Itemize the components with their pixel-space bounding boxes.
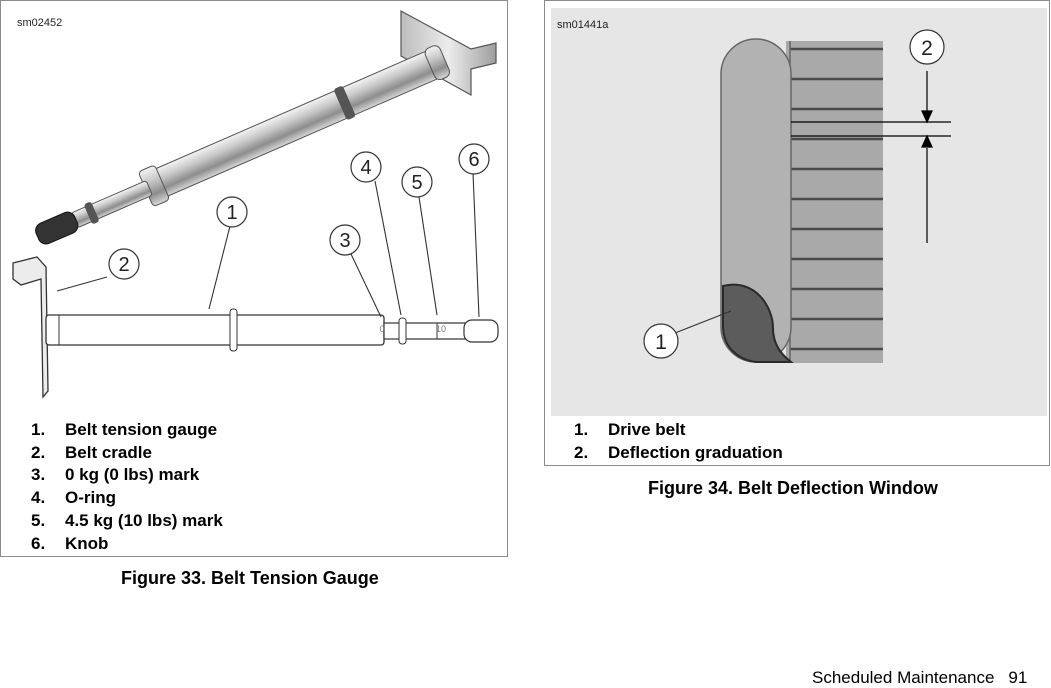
belt-cradle-shape <box>12 256 49 399</box>
legend-item: 1.Drive belt <box>574 420 686 439</box>
page-number: 91 <box>1008 668 1028 687</box>
callout-circle-1 <box>216 196 248 228</box>
callout-circle-3 <box>329 224 361 256</box>
deflection-graduation-lines <box>791 71 951 243</box>
callout-circle-4 <box>350 151 382 183</box>
callout-1: 1 <box>655 331 667 354</box>
callout-6: 6 <box>468 149 479 171</box>
figure-34-legend: 1.Drive belt 2.Deflection graduation <box>574 419 783 464</box>
callout-circle-2 <box>108 248 140 280</box>
belt-deflection-window-illustration: 2 1 <box>551 8 1047 416</box>
legend-item: 2.Belt cradle <box>31 442 152 462</box>
callout-1: 1 <box>226 202 237 224</box>
figure-id-label: sm01441a <box>557 19 609 31</box>
figure-33-caption: Figure 33. Belt Tension Gauge <box>121 568 379 588</box>
legend-item: 3.0 kg (0 lbs) mark <box>31 465 200 485</box>
callout-circle-5 <box>401 166 433 198</box>
scale-label-0: 0 <box>379 324 384 334</box>
figure-34: 2 1 sm01441a 1.Drive belt 2.Deflection g… <box>544 0 1050 466</box>
callout-circle-1 <box>643 323 679 359</box>
page-footer: Scheduled Maintenance 91 <box>812 668 1027 688</box>
scale-label-10: 10 <box>436 324 446 334</box>
figure-33: sm02452 <box>0 0 508 557</box>
legend-item: 1.Belt tension gauge <box>31 420 218 439</box>
callout-circle-6 <box>458 143 490 175</box>
gauge-3d-view <box>35 9 497 245</box>
legend-item: 4.O-ring <box>31 488 116 508</box>
legend-item: 6.Knob <box>31 533 109 553</box>
gauge-side-view: 0 10 <box>45 308 499 352</box>
section-name: Scheduled Maintenance <box>812 668 995 687</box>
callout-circle-2 <box>909 29 945 65</box>
figure-id-label: sm02452 <box>17 17 63 29</box>
drive-belt-shape <box>720 38 883 363</box>
leader-lines <box>56 172 480 318</box>
callout-4: 4 <box>360 157 371 179</box>
callout-2: 2 <box>118 254 129 276</box>
callout-5: 5 <box>411 172 422 194</box>
belt-tension-gauge-illustration: 0 10 1 2 3 4 5 6 <box>12 9 499 399</box>
legend-item: 2.Deflection graduation <box>574 442 783 462</box>
callout-2: 2 <box>921 37 933 60</box>
callout-3: 3 <box>339 230 350 252</box>
figure-34-caption: Figure 34. Belt Deflection Window <box>648 478 938 498</box>
legend-item: 5.4.5 kg (10 lbs) mark <box>31 510 223 530</box>
figure-33-legend: 1.Belt tension gauge 2.Belt cradle 3.0 k… <box>31 419 223 555</box>
